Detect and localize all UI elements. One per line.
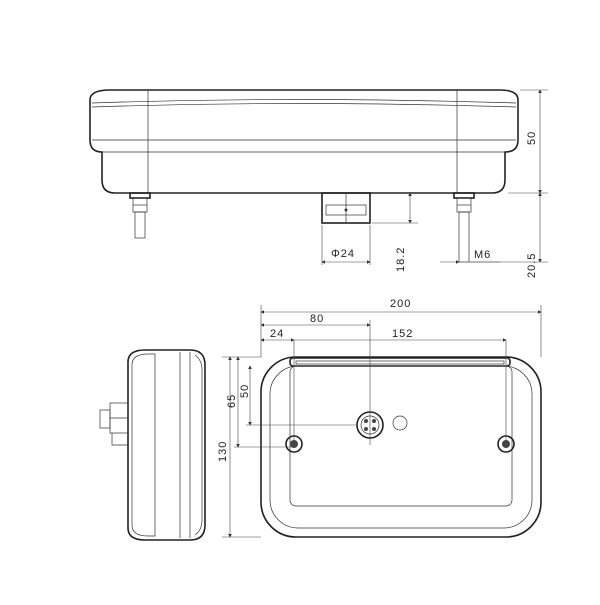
dim-diameter-24: Φ24 bbox=[331, 248, 355, 260]
side-profile-view bbox=[99, 349, 206, 541]
side-connector bbox=[99, 402, 129, 446]
top-view-lens-line-2 bbox=[91, 103, 517, 108]
top-view-lens-line bbox=[91, 99, 517, 104]
center-connector bbox=[321, 192, 371, 224]
dim-height-50: 50 bbox=[526, 131, 538, 145]
dim-width-200: 200 bbox=[390, 298, 411, 310]
left-stud bbox=[129, 192, 151, 239]
dim-m6: M6 bbox=[474, 249, 491, 261]
dim-50-front: 50 bbox=[239, 384, 251, 398]
dim-24: 24 bbox=[270, 328, 284, 340]
dim-20-5: 20.5 bbox=[526, 253, 538, 278]
dim-152: 152 bbox=[392, 328, 413, 340]
offset-circle bbox=[392, 415, 408, 431]
side-profile-housing bbox=[127, 349, 206, 541]
dim-65: 65 bbox=[226, 394, 238, 408]
dim-80: 80 bbox=[310, 313, 324, 325]
dim-18-2: 18.2 bbox=[395, 247, 407, 272]
right-stud bbox=[453, 192, 475, 263]
front-view: 200 80 24 152 130 65 50 bbox=[217, 298, 542, 538]
top-view: Φ24 18.2 M6 50 20.5 bbox=[89, 89, 548, 278]
dim-130: 130 bbox=[217, 441, 229, 462]
